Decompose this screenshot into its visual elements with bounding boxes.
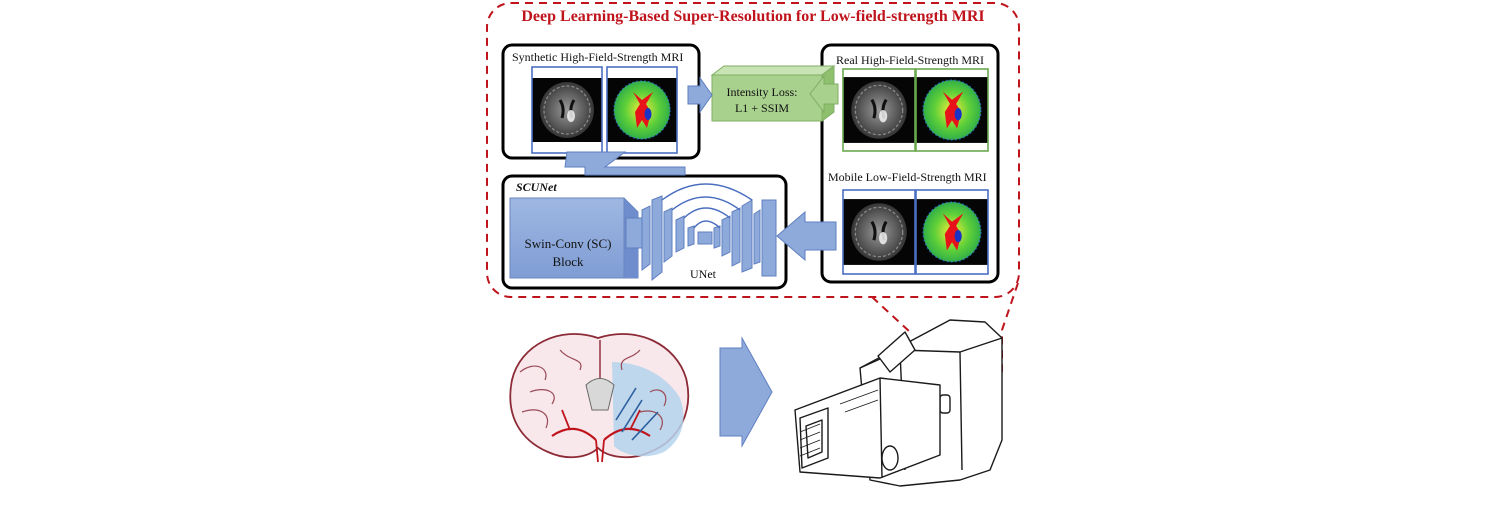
mobile-mri-scanner-icon (794, 319, 1003, 487)
synthetic-panel-label: Synthetic High-Field-Strength MRI (512, 50, 684, 64)
arrow-scunet-to-synthetic-icon (564, 151, 686, 176)
diagram-title: Deep Learning-Based Super-Resolution for… (521, 8, 985, 25)
mobile-color-scan (915, 189, 989, 275)
coronal-brain-section-icon (509, 333, 690, 463)
unet-skip-connections (661, 183, 753, 229)
sc-block-line-2: Block (552, 254, 584, 270)
unet-label: UNet (690, 267, 716, 281)
real-gray-scan (842, 68, 916, 152)
real-color-scan (915, 68, 989, 152)
mobile-gray-scan (842, 189, 916, 275)
arrow-real-to-loss-icon (809, 74, 839, 114)
mobile-panel-label: Mobile Low-Field-Strength MRI (828, 170, 987, 184)
arrow-synthetic-to-loss-icon (687, 76, 713, 114)
scunet-title: SCUNet (516, 180, 557, 194)
intensity-loss-label: Intensity Loss: L1 + SSIM (712, 84, 812, 116)
callout-line-left (871, 296, 911, 333)
swin-conv-block-label: Swin-Conv (SC) Block (512, 235, 624, 271)
real-panel-label: Real High-Field-Strength MRI (836, 53, 984, 67)
arrow-mobile-to-scunet-icon (776, 210, 837, 262)
loss-line-1: Intensity Loss: (726, 85, 798, 99)
synthetic-gray-scan (531, 66, 603, 154)
big-arrow-brain-to-scanner-icon (719, 336, 773, 448)
loss-line-2: L1 + SSIM (734, 101, 790, 116)
intensity-loss-box (710, 65, 836, 122)
unet-diagram (625, 195, 777, 282)
sc-block-line-1: Swin-Conv (SC) (524, 236, 612, 251)
synthetic-color-scan (606, 66, 678, 154)
red-dashed-frame (486, 2, 1020, 298)
